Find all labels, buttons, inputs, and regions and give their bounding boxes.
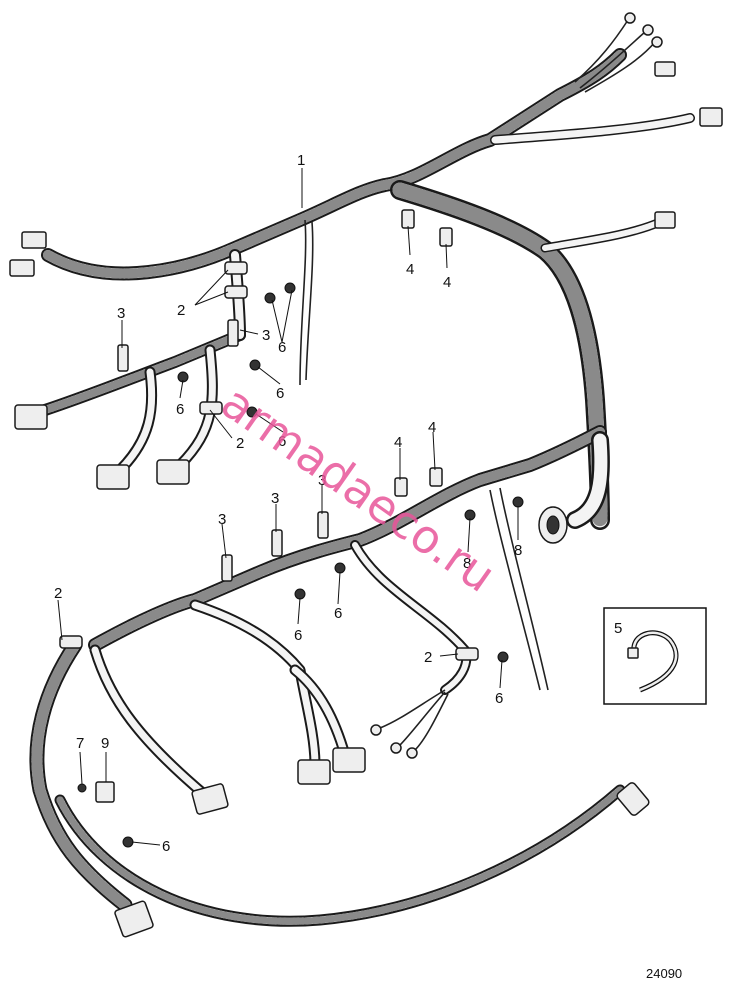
connector-left-upper (14, 404, 48, 430)
bracket-4-b (439, 227, 453, 247)
connector-bottom-left (114, 900, 154, 938)
callout-2: 2 (424, 649, 432, 666)
bracket-4-d (429, 467, 443, 487)
clamp-2-a (224, 261, 248, 275)
figure-number: 24090 (646, 966, 682, 981)
bracket-3-c (221, 554, 233, 582)
callout-6: 6 (278, 433, 286, 450)
bracket-3-e (317, 511, 329, 539)
callout-3: 3 (318, 472, 326, 489)
callout-8: 8 (514, 542, 522, 559)
callout-5: 5 (614, 620, 622, 637)
callout-6: 6 (334, 605, 342, 622)
bolts (77, 282, 524, 848)
callout-4: 4 (443, 274, 451, 291)
bracket-3-a (117, 344, 129, 372)
callout-6: 6 (294, 627, 302, 644)
connector-lower-c (332, 747, 366, 773)
bracket-3-d (271, 529, 283, 557)
bracket-3-b (227, 319, 239, 347)
callout-3: 3 (117, 305, 125, 322)
connector-top-right-a (699, 107, 723, 127)
inset-cable-tie (603, 607, 707, 705)
callout-labels: 1 2 2 2 2 3 3 3 3 3 4 4 4 4 5 6 6 6 6 6 … (54, 152, 622, 855)
bracket-4-a (401, 209, 415, 229)
callout-4: 4 (428, 419, 436, 436)
callout-6: 6 (176, 401, 184, 418)
callout-7: 7 (76, 735, 84, 752)
sensor-plug (616, 782, 650, 816)
callout-3: 3 (271, 490, 279, 507)
connector-left-mid-a (96, 464, 130, 490)
clamp-2-c (199, 401, 223, 415)
callout-6: 6 (495, 690, 503, 707)
leader-lines (57, 168, 519, 846)
connector-top-left-b (9, 259, 35, 277)
callout-8: 8 (463, 555, 471, 572)
connector-top-right-b (654, 61, 676, 77)
callout-1: 1 (297, 152, 305, 169)
bracket-4-c (394, 477, 408, 497)
callout-4: 4 (394, 434, 402, 451)
clamp-2-b (224, 285, 248, 299)
clamps-and-bolts (59, 209, 524, 848)
connector-lower-b (297, 759, 331, 785)
callout-6: 6 (276, 385, 284, 402)
callout-3: 3 (262, 327, 270, 344)
connector-lower-a (191, 783, 229, 815)
callout-4: 4 (406, 261, 414, 278)
connector-right (654, 211, 676, 229)
connector-left-mid-b (156, 459, 190, 485)
connector-top-left-a (21, 231, 47, 249)
callout-3: 3 (218, 511, 226, 528)
connectors (9, 12, 723, 938)
inset-frame (603, 607, 707, 705)
harness-conduits (29, 48, 695, 927)
callout-6: 6 (162, 838, 170, 855)
callout-2: 2 (54, 585, 62, 602)
callout-9: 9 (101, 735, 109, 752)
callout-2: 2 (236, 435, 244, 452)
callout-6: 6 (278, 339, 286, 356)
callout-2: 2 (177, 302, 185, 319)
clamp-2-e (455, 647, 479, 661)
plate-9 (95, 781, 115, 803)
clamp-2-d (59, 635, 83, 649)
